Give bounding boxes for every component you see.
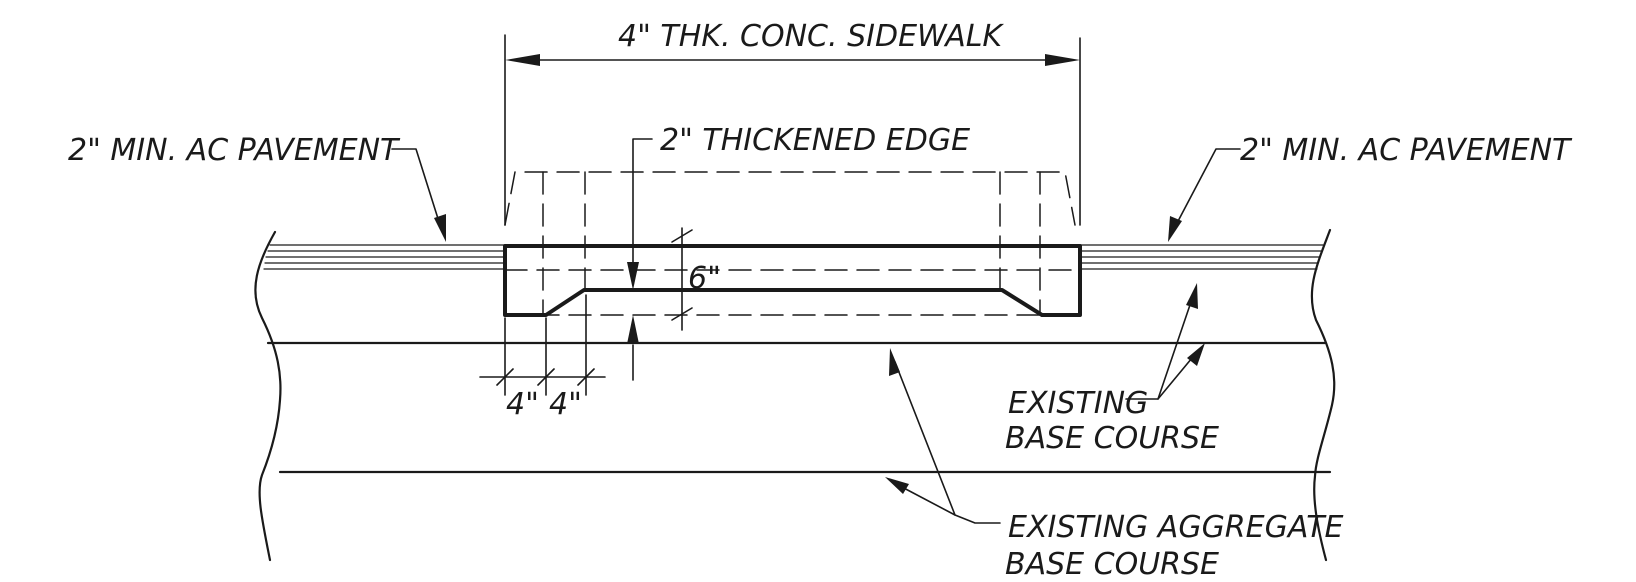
edge-dim-label-1: 4" bbox=[506, 387, 539, 422]
thickened-edge-leader bbox=[627, 138, 653, 381]
aggregate-label-line1: EXISTING AGGREGATE bbox=[1008, 510, 1344, 545]
slab-depth-dimension bbox=[671, 227, 693, 331]
right-break-line bbox=[1310, 228, 1336, 562]
ac-pavement-hatch-left bbox=[263, 244, 506, 270]
edge-dim-label-2: 4" bbox=[549, 387, 582, 422]
ac-pavement-left-label: 2" MIN. AC PAVEMENT bbox=[68, 133, 401, 168]
base-course-label-line2: BASE COURSE bbox=[1005, 421, 1219, 456]
concrete-sidewalk bbox=[503, 244, 1082, 317]
base-course-leaders bbox=[1125, 283, 1205, 400]
sidewalk-width-dimension bbox=[504, 34, 1081, 226]
dashed-outline-top bbox=[504, 171, 1076, 226]
ac-pavement-hatch-right bbox=[1079, 244, 1324, 270]
edge-width-dimension bbox=[479, 294, 606, 396]
sidewalk-outline bbox=[503, 244, 1082, 317]
break-lines bbox=[254, 228, 1336, 562]
sidewalk-width-label: 4" THK. CONC. SIDEWALK bbox=[618, 19, 1004, 54]
layer-boundaries bbox=[266, 341, 1332, 474]
aggregate-base-leaders bbox=[885, 348, 1001, 524]
ac-pavement-right-label: 2" MIN. AC PAVEMENT bbox=[1240, 133, 1573, 168]
aggregate-label-line2: BASE COURSE bbox=[1005, 547, 1219, 582]
ac-pavement-right-leader bbox=[1168, 148, 1241, 242]
hidden-lines bbox=[504, 171, 1081, 316]
left-break-line bbox=[254, 230, 282, 562]
slab-depth-label: 6" bbox=[688, 261, 721, 296]
thickened-edge-label: 2" THICKENED EDGE bbox=[660, 123, 970, 158]
base-course-label-line1: EXISTING bbox=[1008, 386, 1148, 421]
ac-pavement-left-leader bbox=[391, 148, 446, 242]
